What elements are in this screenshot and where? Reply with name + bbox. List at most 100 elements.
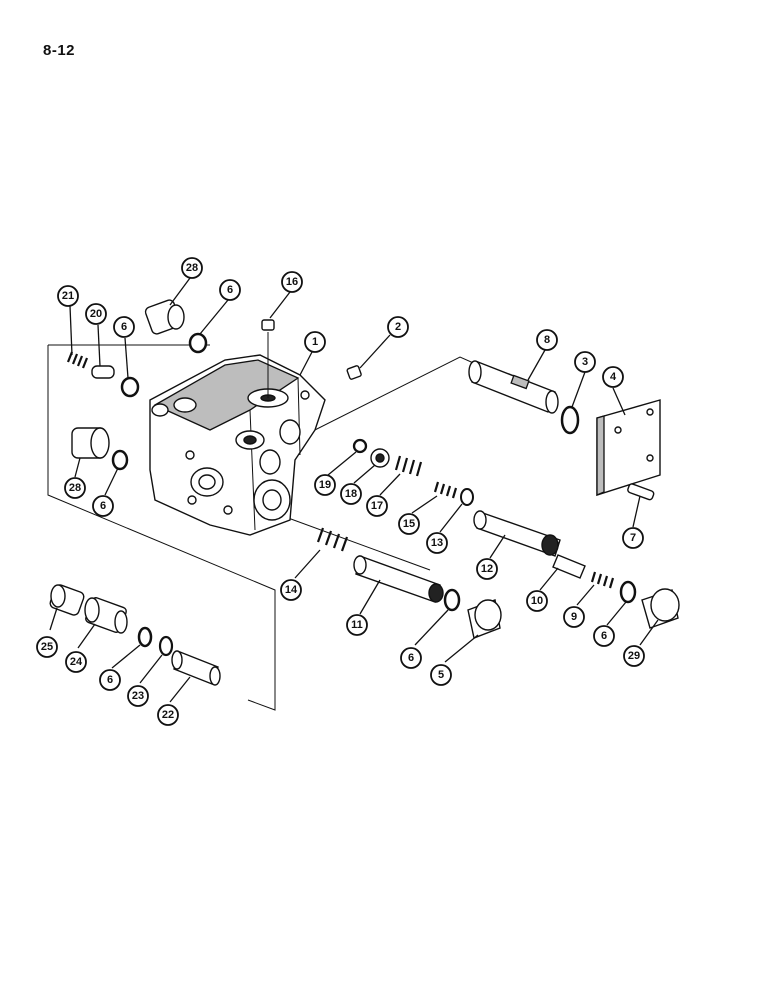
- o-ring: [137, 626, 153, 648]
- callout-29-label: 29: [628, 650, 640, 662]
- plug-5: [467, 599, 502, 639]
- callout-21: 21: [57, 285, 79, 307]
- callout-7: 7: [622, 527, 644, 549]
- callout-11-label: 11: [351, 619, 363, 631]
- page-number: 8-12: [43, 42, 76, 59]
- callout-4-label: 4: [610, 371, 617, 383]
- callout-27-label: 28: [186, 262, 198, 274]
- spring-21: [66, 351, 89, 369]
- washer-23: [158, 635, 174, 657]
- callout-6-label: 6: [601, 630, 607, 642]
- callout-4: 4: [602, 366, 624, 388]
- callout-5-label: 5: [438, 669, 444, 681]
- o-ring: [188, 332, 208, 354]
- callout-16: 16: [281, 271, 303, 293]
- callout-2-label: 2: [395, 321, 401, 333]
- sleeve-8: [468, 360, 559, 414]
- leader-lines: [49, 277, 659, 703]
- spring-15: [433, 481, 458, 499]
- callout-5: 5: [430, 664, 452, 686]
- spring-17: [394, 455, 423, 477]
- callout-25: 25: [36, 636, 58, 658]
- callout-17: 17: [366, 495, 388, 517]
- callout-8-label: 8: [544, 334, 550, 346]
- poppet-20: [91, 365, 115, 379]
- tube-22: [171, 650, 221, 686]
- callout-1-label: 1: [312, 336, 318, 348]
- sleeve-25: [49, 584, 85, 616]
- callout-9: 9: [563, 606, 585, 628]
- callout-23: 23: [127, 685, 149, 707]
- spool-11: [353, 555, 444, 603]
- o-ring-3: [560, 405, 580, 435]
- plug-16: [261, 319, 275, 398]
- callout-22: 22: [157, 704, 179, 726]
- callout-21-label: 21: [62, 290, 74, 302]
- callout-29: 29: [623, 645, 645, 667]
- valve-body: [149, 354, 326, 536]
- callout-8: 8: [536, 329, 558, 351]
- callout-6-label: 6: [100, 500, 106, 512]
- callout-13-label: 13: [431, 537, 443, 549]
- seat-18: [370, 448, 390, 468]
- callout-12-label: 12: [481, 563, 493, 575]
- o-ring: [120, 376, 140, 398]
- callout-3-label: 3: [582, 356, 588, 368]
- callout-6-label: 6: [408, 652, 414, 664]
- callout-12: 12: [476, 558, 498, 580]
- callout-19-label: 19: [319, 479, 331, 491]
- callout-28-label: 28: [69, 482, 81, 494]
- callout-13: 13: [426, 532, 448, 554]
- callout-24: 24: [65, 651, 87, 673]
- callout-24-label: 24: [70, 656, 83, 668]
- callout-9-label: 9: [571, 611, 577, 623]
- screw-7: [627, 483, 655, 501]
- plug-28: [71, 427, 110, 459]
- cover-plate-4: [596, 399, 661, 496]
- plug-29: [641, 588, 680, 629]
- callout-11: 11: [346, 614, 368, 636]
- callout-7-label: 7: [630, 532, 636, 544]
- callout-14: 14: [280, 579, 302, 601]
- callout-6-label: 6: [227, 284, 233, 296]
- callout-6-label: 6: [121, 321, 127, 333]
- callout-14-label: 14: [285, 584, 298, 596]
- callout-6: 6: [92, 495, 114, 517]
- callout-10: 10: [526, 590, 548, 612]
- callout-25-label: 25: [41, 641, 53, 653]
- callout-6: 6: [400, 647, 422, 669]
- o-ring: [111, 449, 129, 471]
- spring-9: [590, 571, 615, 589]
- callout-18: 18: [340, 483, 362, 505]
- washer-13: [460, 488, 474, 506]
- ring-19: [352, 438, 368, 454]
- callout-15-label: 15: [403, 518, 415, 530]
- callout-15: 15: [398, 513, 420, 535]
- callout-10-label: 10: [531, 595, 543, 607]
- spring-14: [316, 527, 349, 552]
- fitting-24: [84, 597, 128, 634]
- spool-12: [473, 510, 561, 557]
- callout-18-label: 18: [345, 488, 357, 500]
- callout-6: 6: [593, 625, 615, 647]
- callout-19: 19: [314, 474, 336, 496]
- o-ring: [619, 580, 637, 604]
- callout-20-label: 20: [90, 308, 102, 320]
- callout-1: 1: [304, 331, 326, 353]
- callout-2: 2: [387, 316, 409, 338]
- pin-10: [552, 554, 586, 579]
- callout-20: 20: [85, 303, 107, 325]
- callout-6: 6: [219, 279, 241, 301]
- callout-17-label: 17: [371, 500, 383, 512]
- callout-28: 28: [64, 477, 86, 499]
- callout-6: 6: [113, 316, 135, 338]
- callout-6-label: 6: [107, 674, 113, 686]
- callout-27: 28: [181, 257, 203, 279]
- plug-27: [144, 299, 185, 335]
- callout-23-label: 23: [132, 690, 144, 702]
- callout-22-label: 22: [162, 709, 174, 721]
- callout-6: 6: [99, 669, 121, 691]
- callout-3: 3: [574, 351, 596, 373]
- plug-2: [346, 365, 362, 380]
